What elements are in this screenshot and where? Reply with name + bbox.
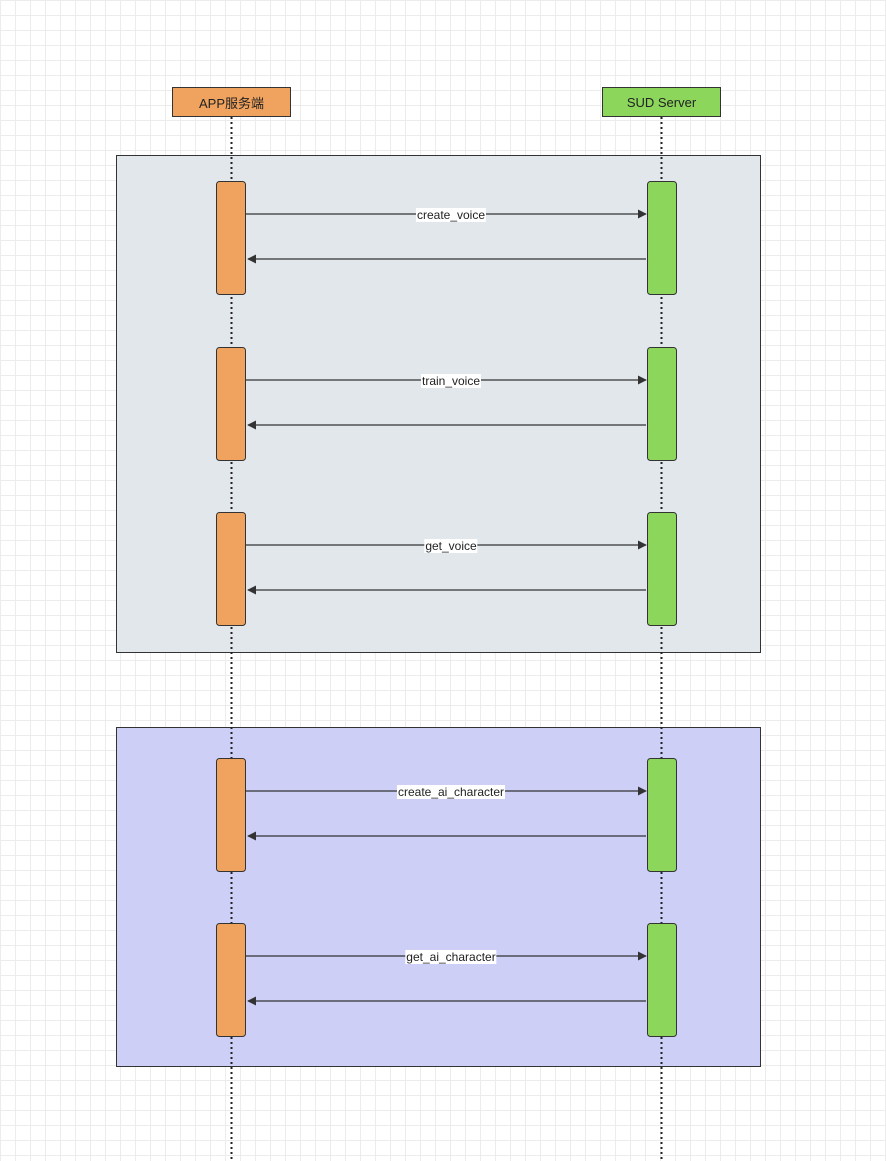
participant-sud-label: SUD Server	[626, 94, 697, 110]
message-label-create-ai-character: create_ai_character	[396, 785, 506, 799]
activation-app-3	[216, 512, 246, 626]
activation-app-4	[216, 758, 246, 872]
activation-app-5	[216, 923, 246, 1037]
activation-sud-1	[647, 181, 677, 295]
activation-sud-2	[647, 347, 677, 461]
activation-app-2	[216, 347, 246, 461]
activation-app-1	[216, 181, 246, 295]
participant-app-server: APP服务端	[172, 87, 291, 117]
message-label-get-voice: get_voice	[424, 539, 478, 553]
activation-sud-4	[647, 758, 677, 872]
participant-sud-server: SUD Server	[602, 87, 721, 117]
activation-sud-5	[647, 923, 677, 1037]
message-label-train-voice: train_voice	[420, 374, 482, 388]
message-label-get-ai-character: get_ai_character	[405, 950, 497, 964]
message-label-create-voice: create_voice	[415, 208, 487, 222]
participant-app-label: APP服务端	[198, 95, 264, 111]
activation-sud-3	[647, 512, 677, 626]
